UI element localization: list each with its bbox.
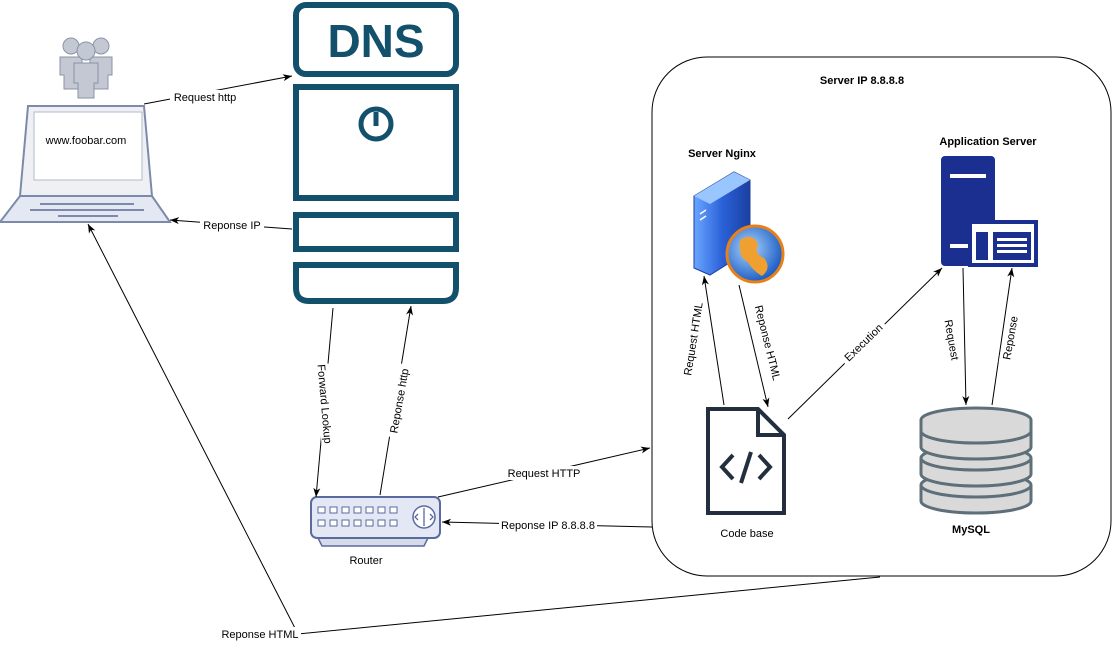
router-icon xyxy=(310,496,441,547)
application-server-icon xyxy=(941,156,1038,267)
label-reponse-html-client: Reponse HTML xyxy=(221,629,298,641)
laptop-icon: www.foobar.com xyxy=(0,105,172,223)
edge-request-html xyxy=(701,275,725,406)
dns-server-icon xyxy=(293,2,459,304)
nginx-server-icon xyxy=(693,171,785,284)
router-label: Router xyxy=(349,555,382,567)
app-server-label: Application Server xyxy=(939,136,1037,148)
laptop-screen-url: www.foobar.com xyxy=(45,135,127,147)
label-forward-lookup: Forward Lookup xyxy=(315,364,334,444)
mysql-label: MySQL xyxy=(952,524,990,536)
codebase-icon xyxy=(706,407,786,515)
server-container-title: Server IP 8.8.8.8 xyxy=(820,75,904,87)
edge-reponse-db xyxy=(991,267,1015,406)
label-reponse-ip: Reponse IP xyxy=(203,220,260,232)
edge-reponse-html-nginx xyxy=(738,284,770,408)
label-request-http-dns: Request http xyxy=(174,92,236,104)
label-reponse-ip-8888: Reponse IP 8.8.8.8 xyxy=(501,520,595,532)
edge-request-db xyxy=(962,267,970,406)
mysql-icon xyxy=(919,406,1033,515)
label-request-http-server: Request HTTP xyxy=(508,468,581,480)
codebase-label: Code base xyxy=(720,528,773,540)
nginx-label: Server Nginx xyxy=(688,148,757,160)
dns-title: DNS xyxy=(327,15,424,67)
users-icon xyxy=(59,37,113,99)
